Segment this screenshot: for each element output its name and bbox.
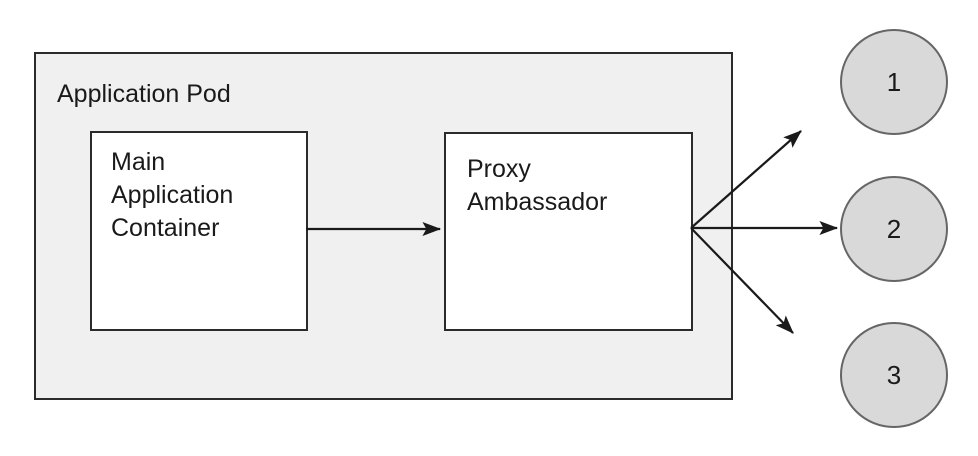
proxy-ambassador-container-label: Proxy Ambassador: [467, 155, 608, 216]
endpoint-circle-2[interactable]: 2: [840, 176, 948, 282]
proxy-ambassador-container-box[interactable]: Proxy Ambassador: [444, 132, 693, 331]
main-application-container-label: Main Application Container: [111, 148, 234, 242]
endpoint-circle-2-label: 2: [886, 213, 902, 244]
main-application-container-box[interactable]: Main Application Container: [90, 131, 308, 331]
endpoint-circle-1-label: 1: [886, 66, 902, 97]
application-pod-boundary[interactable]: Application Pod Main Application Contain…: [34, 52, 733, 400]
application-pod-label: Application Pod: [57, 80, 231, 108]
endpoint-circle-3-label: 3: [886, 359, 902, 390]
endpoint-circle-3[interactable]: 3: [840, 322, 948, 428]
endpoint-circle-1[interactable]: 1: [840, 29, 948, 135]
